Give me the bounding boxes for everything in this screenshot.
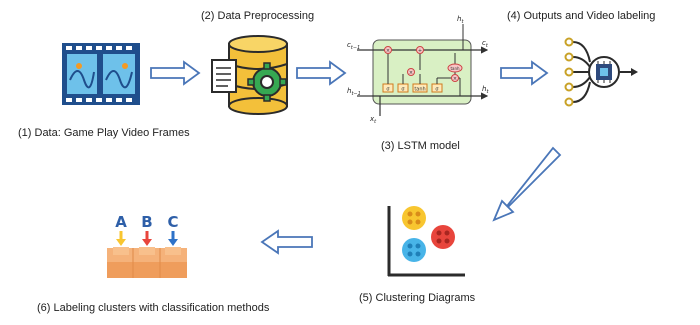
step-3-label: (3) LSTM model [381,140,460,152]
lstm-cell-diagram: σ σ tanh σ × + [347,15,489,125]
step-5-label: (5) Clustering Diagrams [359,292,476,304]
outputs-chip-icon [564,37,638,107]
lstm-x-label: xt [369,115,377,125]
lstm-h-top-label: ht [457,15,464,25]
clustering-diagram-icon [387,206,465,277]
arrow-2-to-3 [296,60,347,86]
cluster-blue [402,238,426,262]
lstm-input-multiply: × [409,70,413,76]
lstm-candidate-gate: tanh [414,87,425,93]
step-2-label: (2) Data Preprocessing [201,10,315,22]
step-4-label: (4) Outputs and Video labeling [507,10,656,22]
step-1-label: (1) Data: Game Play Video Frames [18,127,190,139]
arrow-1-to-2 [150,60,201,86]
lstm-cell-tanh: tanh [450,66,460,71]
arrow-4-to-5 [492,146,562,222]
lstm-cell-add: + [418,48,422,54]
lstm-forget-gate: σ [386,87,390,93]
category-label-a: A [115,213,127,231]
classification-blocks [107,247,187,278]
arrow-5-to-6 [260,229,313,255]
lstm-c-out-label: ct [482,39,489,49]
lstm-output-gate: σ [435,87,439,93]
category-label-b: B [141,213,152,231]
category-label-c: C [167,213,178,231]
lstm-h-prev-label: ht−1 [347,87,361,97]
lstm-forget-multiply: × [386,48,390,54]
category-arrows [116,231,178,246]
arrow-3-to-4 [500,60,549,86]
labeling-clusters-icon: A B C [107,213,187,278]
lstm-output-multiply: × [453,76,457,82]
step-6-label: (6) Labeling clusters with classificatio… [37,302,270,314]
data-preprocessing-icon [211,35,288,115]
video-frames-icon [62,43,140,105]
lstm-h-out-label: ht [482,85,489,95]
cluster-red [431,225,455,249]
lstm-input-gate: σ [401,87,405,93]
cluster-yellow [402,206,426,230]
lstm-c-prev-label: ct−1 [347,41,360,51]
